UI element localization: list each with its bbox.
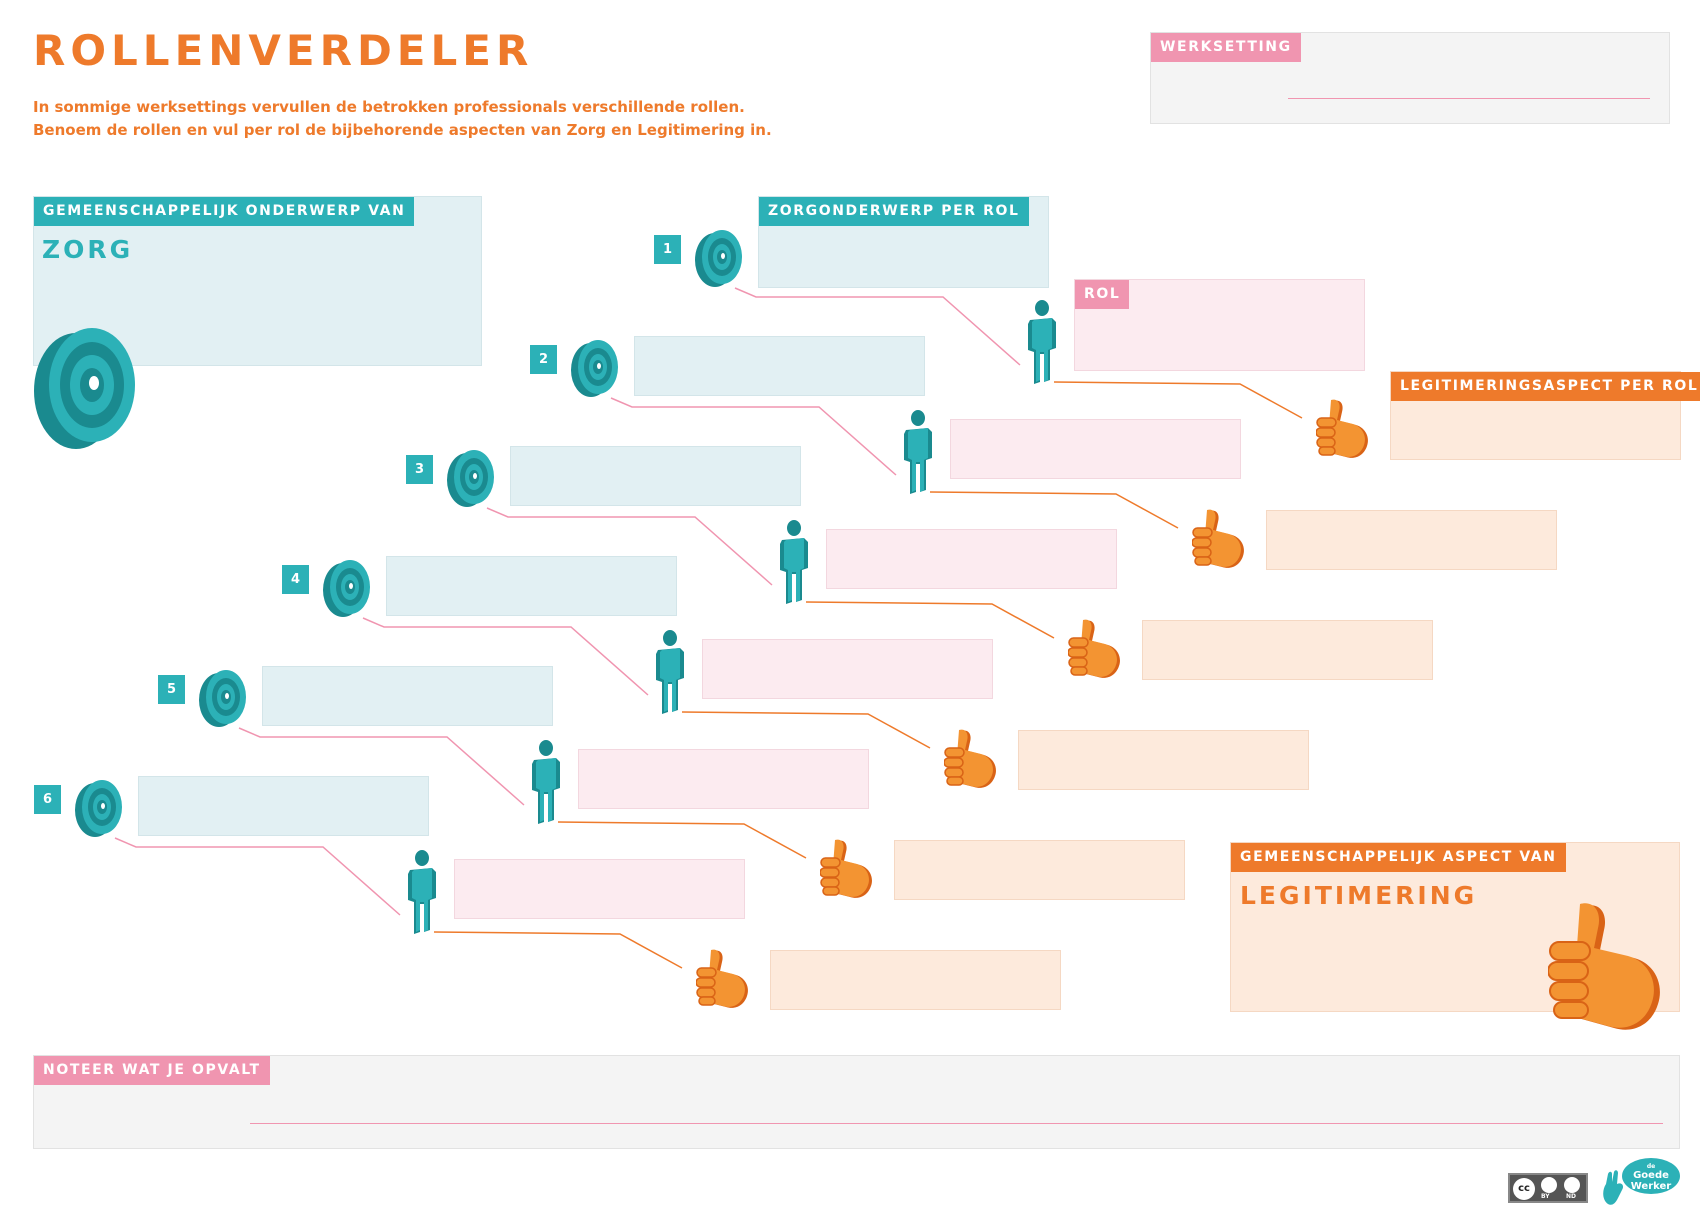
legitimering-connector-4: [681, 711, 931, 749]
row-number-2: 2: [530, 345, 557, 374]
rol-box-5[interactable]: [578, 749, 869, 809]
zorg-connector-4: [362, 617, 649, 696]
row-number-1: 1: [654, 235, 681, 264]
thumbs-up-icon-3: [1068, 619, 1120, 678]
legitimering-box-5[interactable]: [894, 840, 1185, 900]
target-icon-5: [199, 670, 246, 727]
row-number-5: 5: [158, 675, 185, 704]
by-icon: [1541, 1177, 1557, 1193]
target-icon-4: [323, 560, 370, 617]
zorg-word: ZORG: [42, 235, 134, 264]
intro-line-2: Benoem de rollen en vul per rol de bijbe…: [33, 121, 772, 139]
rol-box-4[interactable]: [702, 639, 993, 699]
person-icon-3: [780, 520, 808, 604]
row-number-3: 3: [406, 455, 433, 484]
zorg-connector-5: [238, 727, 525, 806]
zorgonderwerp-box-5[interactable]: [262, 666, 553, 726]
legitimering-connector-5: [557, 821, 807, 859]
legitimering-box-2[interactable]: [1266, 510, 1557, 570]
rol-box-3[interactable]: [826, 529, 1117, 589]
legitimering-panel[interactable]: GEMEENSCHAPPELIJK ASPECT VAN LEGITIMERIN…: [1230, 842, 1680, 1012]
zorg-label: GEMEENSCHAPPELIJK ONDERWERP VAN: [34, 197, 415, 226]
person-icon-1: [1028, 300, 1056, 384]
logo-bubble: de Goede Werker: [1622, 1158, 1680, 1194]
thumbs-up-icon-6: [696, 949, 748, 1008]
cc-icon: cc: [1513, 1178, 1535, 1200]
person-icon-5: [532, 740, 560, 824]
zorgonderwerp-box-3[interactable]: [510, 446, 801, 506]
rol-box-2[interactable]: [950, 419, 1241, 479]
werksetting-label: WERKSETTING: [1151, 33, 1301, 62]
row-number-6: 6: [34, 785, 61, 814]
page-title: ROLLENVERDELER: [33, 26, 534, 75]
rol-box-6[interactable]: [454, 859, 745, 919]
zorg-connector-3: [486, 507, 773, 586]
intro-line-1: In sommige werksettings vervullen de bet…: [33, 98, 745, 116]
werksetting-writing-line: [1288, 98, 1650, 99]
rol-box-1[interactable]: ROL: [1074, 279, 1365, 371]
logo-text-3: Werker: [1630, 1181, 1672, 1192]
target-icon-1: [695, 230, 742, 287]
goede-werker-logo: de Goede Werker: [1600, 1158, 1680, 1208]
werksetting-panel[interactable]: WERKSETTING: [1150, 32, 1670, 124]
cc-license-badge: cc BY ND: [1508, 1173, 1588, 1203]
legitimering-box-6[interactable]: [770, 950, 1061, 1010]
thumbs-up-icon-2: [1192, 509, 1244, 568]
thumbs-up-icon-5: [820, 839, 872, 898]
logo-text-2: Goede: [1633, 1170, 1669, 1181]
person-icon-2: [904, 410, 932, 494]
legitimering-box-4[interactable]: [1018, 730, 1309, 790]
legitimering-box-1[interactable]: LEGITIMERINGSASPECT PER ROL: [1390, 371, 1700, 460]
legitimering-box-3[interactable]: [1142, 620, 1433, 680]
rol-label: ROL: [1075, 280, 1130, 309]
person-icon-6: [408, 850, 436, 934]
zorgonderwerp-box-4[interactable]: [386, 556, 677, 616]
thumbs-up-icon-1: [1316, 399, 1368, 458]
legitimeringsaspect-label: LEGITIMERINGSASPECT PER ROL: [1391, 372, 1700, 401]
thumbs-up-icon-large: [1548, 903, 1660, 1030]
person-icon-4: [656, 630, 684, 714]
legitimering-label: GEMEENSCHAPPELIJK ASPECT VAN: [1231, 843, 1566, 872]
row-number-4: 4: [282, 565, 309, 594]
zorgonderwerp-box-1[interactable]: ZORGONDERWERP PER ROL: [758, 196, 1049, 288]
legitimering-word: LEGITIMERING: [1240, 881, 1478, 910]
thumbs-up-icon-4: [944, 729, 996, 788]
target-icon-6: [75, 780, 122, 837]
intro-text: In sommige werksettings vervullen de bet…: [33, 96, 772, 142]
zorgonderwerp-box-6[interactable]: [138, 776, 429, 836]
legitimering-connector-3: [805, 601, 1055, 639]
hand-icon: [1603, 1170, 1624, 1205]
target-icon-large: [34, 328, 135, 449]
notes-label: NOTEER WAT JE OPVALT: [34, 1056, 270, 1085]
legitimering-connector-2: [929, 491, 1179, 529]
legitimering-connector-1: [1053, 381, 1303, 419]
logo-text-1: de: [1646, 1163, 1656, 1170]
target-icon-2: [571, 340, 618, 397]
nd-icon: [1564, 1177, 1580, 1193]
zorg-connector-6: [114, 837, 401, 916]
zorg-connector-1: [734, 287, 1021, 366]
zorgonderwerp-label: ZORGONDERWERP PER ROL: [759, 197, 1029, 226]
by-text: BY: [1541, 1193, 1550, 1200]
nd-text: ND: [1566, 1193, 1577, 1200]
zorg-connector-2: [610, 397, 897, 476]
target-icon-3: [447, 450, 494, 507]
notes-writing-line: [250, 1123, 1663, 1124]
legitimering-connector-6: [433, 931, 683, 969]
zorgonderwerp-box-2[interactable]: [634, 336, 925, 396]
notes-panel[interactable]: NOTEER WAT JE OPVALT: [33, 1055, 1680, 1149]
